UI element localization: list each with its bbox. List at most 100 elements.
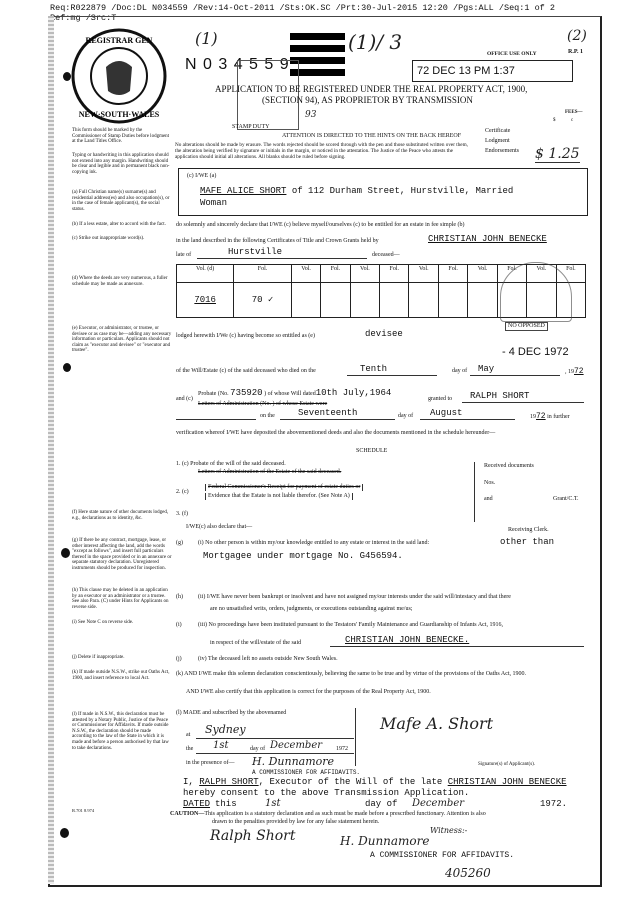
schedule-item-2a: Federal Commissioner's Receipt for payme… [205, 484, 364, 491]
declaration-text: do solemnly and sincerely declare that I… [176, 222, 465, 228]
caution-text: This application is a statutory declarat… [204, 811, 486, 817]
note-c: (c) Strike out inappropriate word(s). [72, 236, 145, 241]
clause-i-name: CHRISTIAN JOHN BENECKE. [345, 635, 470, 645]
consent-year: 1972. [540, 799, 568, 809]
redaction-bar [290, 57, 345, 64]
clause-h-label: (h) [176, 594, 183, 600]
applicant-name: MAFE ALICE SHORT [200, 186, 287, 196]
deceased-label: deceased— [372, 252, 400, 258]
clause-j-text: (iv) The deceased left no assets outside… [198, 656, 338, 662]
stamp-duty-box [237, 60, 299, 130]
volume-value: 7016 [175, 282, 235, 318]
clause-i-text-2: in respect of the will/estate of the sai… [210, 640, 302, 646]
receiving-clerk: Receiving Clerk. [508, 527, 549, 533]
grant-month: August [430, 408, 463, 418]
office-use-label: OFFICE USE ONLY [487, 51, 537, 57]
note-j: (j) Delete if inappropriate. [72, 655, 125, 660]
clause-i-text: (iii) No proceedings have been institute… [198, 622, 503, 628]
grantee: RALPH SHORT [470, 391, 530, 401]
punch-hole [63, 363, 71, 372]
made-month: December [270, 740, 323, 751]
applicant-address: 112 Durham Street, Hurstville, Married [308, 186, 514, 196]
annotation-1: (1) [195, 29, 218, 48]
land-text: in the land described in the following C… [176, 238, 379, 244]
note-f: (f) Here state nature of other documents… [72, 510, 169, 521]
col-header: Vol. [467, 264, 498, 283]
on-the-label: on the [260, 413, 275, 419]
svg-text:NEW·SOUTH·WALES: NEW·SOUTH·WALES [79, 110, 160, 119]
fees-total: $ 1.25 [535, 146, 580, 163]
signature-label: Signature(s) of Applicant(s). [478, 762, 536, 767]
note-h: (h) This clause may be deleted in an app… [72, 588, 169, 610]
title-holder: CHRISTIAN JOHN BENECKE [428, 234, 547, 244]
granted-to-label: granted to [428, 396, 453, 402]
col-header: Vol. [349, 264, 381, 283]
dated-label: DATED [183, 799, 211, 809]
lodged-text: lodged herewith I/We (c) having become s… [176, 333, 315, 339]
ralph-short-signature: Ralph Short [210, 828, 296, 844]
schedule-item-1a: 1. (c) Probate of the will of the said d… [176, 461, 286, 467]
probate-label: Probate (No. [198, 391, 229, 397]
col-header: Vol. [408, 264, 440, 283]
clause-j-label: (j) [176, 656, 182, 662]
scan-edge [48, 16, 54, 884]
col-header: Vol. (d) [175, 264, 235, 283]
applicant-box [178, 168, 588, 216]
clause-g-text: (i) No other person is within my/our kno… [198, 540, 430, 546]
will-year: , 1972 [565, 368, 584, 376]
svg-text:REGISTRAR GEN: REGISTRAR GEN [86, 36, 153, 45]
stamp-duty-label: STAMP DUTY [232, 124, 270, 130]
fees-label: FEES— [565, 110, 583, 115]
schedule-item-2b: Evidence that the Estate is not liable t… [205, 493, 353, 500]
consent-executor-text: , Executor of the Will of the late [258, 777, 443, 787]
death-day: Tenth [360, 364, 388, 374]
mortgage-details: Mortgagee under mortgage No. G456594. [203, 551, 403, 561]
clause-h-text-2: are no unsatisfied writs, orders, judgme… [210, 606, 413, 612]
consent-name: RALPH SHORT [199, 777, 259, 787]
attention-notice: ATTENTION IS DIRECTED TO THE HINTS ON TH… [282, 133, 462, 139]
note-e: (e) Executor, or administrator, or trust… [72, 326, 172, 354]
alterations-notice: No alterations should be made by erasure… [175, 142, 468, 160]
form-code: R.P. 1 [568, 49, 583, 55]
not-opposed-stamp: NO OPPOSED [505, 322, 548, 331]
received-brace [474, 462, 479, 522]
letters-of-administration: Letters of Administration (No. ) of whos… [198, 401, 328, 407]
col-header: Fol. [379, 264, 410, 283]
note-stamp-duties: This form should be marked by the Commis… [72, 128, 170, 145]
col-header: Fol. [438, 264, 469, 283]
note-g: (g) If there be any contract, mortgage, … [72, 538, 172, 571]
probate-will-dated: ) of whose Will dated [264, 391, 316, 397]
stamp-number: 93 [305, 110, 317, 120]
registrar-general-seal: REGISTRAR GEN NEW·SOUTH·WALES [71, 28, 167, 124]
fee-lodgment: Lodgment [485, 138, 510, 144]
title-line-2: (SECTION 94), AS PROPRIETOR BY TRANSMISS… [262, 95, 473, 105]
grant-year: 72 [536, 412, 546, 421]
made-place: Sydney [205, 723, 246, 736]
header-line-2: Ref:mg /Src:T [50, 13, 117, 23]
grant-ct: Grant/C.T. [553, 496, 579, 502]
note-a: (a) Full Christian name(s) surname(s) an… [72, 190, 170, 212]
received-documents: Received documents [484, 463, 534, 469]
consent-day-of: day of [365, 799, 398, 809]
fees-dollar: $ [553, 118, 556, 123]
fee-certificate: Certificate [485, 128, 511, 134]
reference-number: 405260 [445, 866, 491, 880]
date-stamp: - 4 DEC 1972 [502, 346, 569, 358]
grant-day: Seventeenth [298, 408, 358, 418]
note-k: (k) If made outside N.S.W., strike out O… [72, 670, 170, 681]
made-year: 1972 [336, 746, 348, 752]
punch-hole [61, 548, 70, 558]
lodgment-stamp: 72 DEC 13 PM 1:37 [412, 60, 573, 82]
consent-day: 1st [265, 798, 281, 809]
applicant-signature: Mafe A. Short [380, 714, 494, 733]
note-i: (i) See Note C on reverse side. [72, 620, 134, 625]
fee-endorsements: Endorsements [485, 148, 519, 154]
applicant-details: MAFE ALICE SHORT of 112 Durham Street, H… [200, 186, 513, 196]
death-month: May [478, 364, 495, 374]
note-b: (b) If a less estate, alter to accord wi… [72, 222, 166, 227]
presence-label: in the presence of— [186, 760, 235, 766]
late-of-label: late of [176, 252, 192, 258]
redaction-bar [290, 45, 345, 52]
col-header: Fol. [233, 264, 292, 283]
will-text: of the Will/Estate (c) of the said decea… [176, 368, 316, 374]
